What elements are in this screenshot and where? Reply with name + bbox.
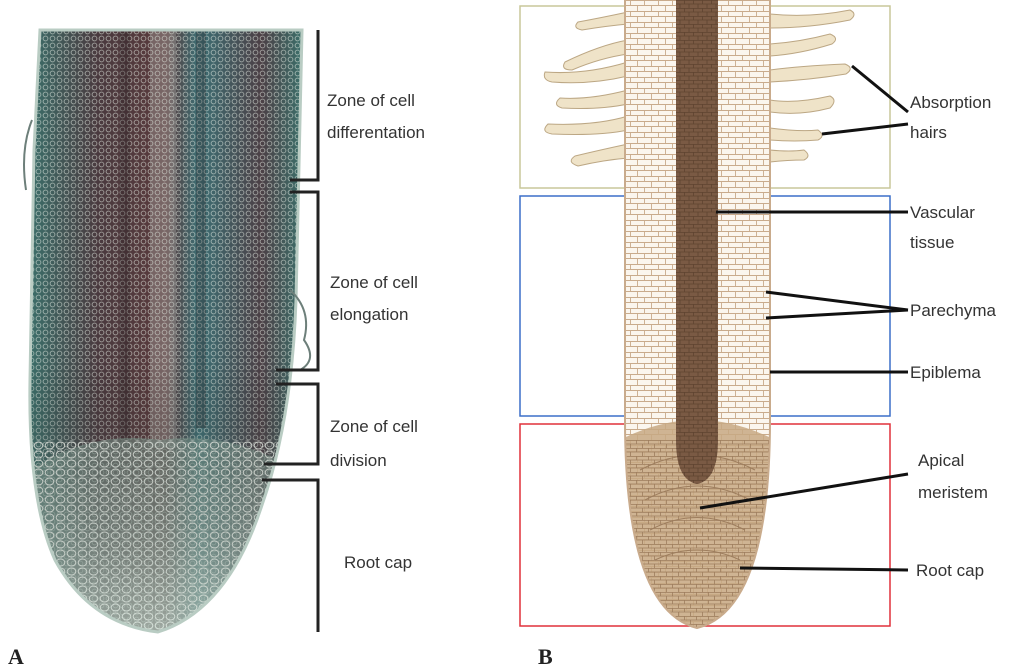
apical-meristem-label: Apical meristem [918, 451, 988, 502]
root-drawing [620, 0, 775, 640]
pointer-parenchyma-1 [766, 292, 908, 310]
micrograph-root-tip [20, 20, 320, 640]
parenchyma-label: Parechyma [910, 301, 997, 320]
pointer-parenchyma-2 [766, 310, 908, 318]
absorption-hairs-label: Absorption hairs [910, 93, 996, 142]
pointer-root-cap [740, 568, 908, 570]
zone-division-label: Zone of cell division [330, 417, 423, 470]
zone-differentiation-label: Zone of cell differentation [327, 91, 425, 142]
pointer-hairs-1 [852, 66, 908, 112]
epiblema-label: Epiblema [910, 363, 981, 382]
panel-b-letter: B [538, 644, 553, 669]
zone-elongation-label: Zone of cell elongation [330, 273, 423, 324]
vascular-tissue-label: Vascular tissue [910, 203, 980, 252]
panel-a-letter: A [8, 644, 24, 669]
bracket-root-cap [262, 480, 318, 632]
root-cap-zone-label: Root cap [344, 553, 412, 572]
root-cap-label: Root cap [916, 561, 984, 580]
pointer-hairs-2 [822, 124, 908, 134]
